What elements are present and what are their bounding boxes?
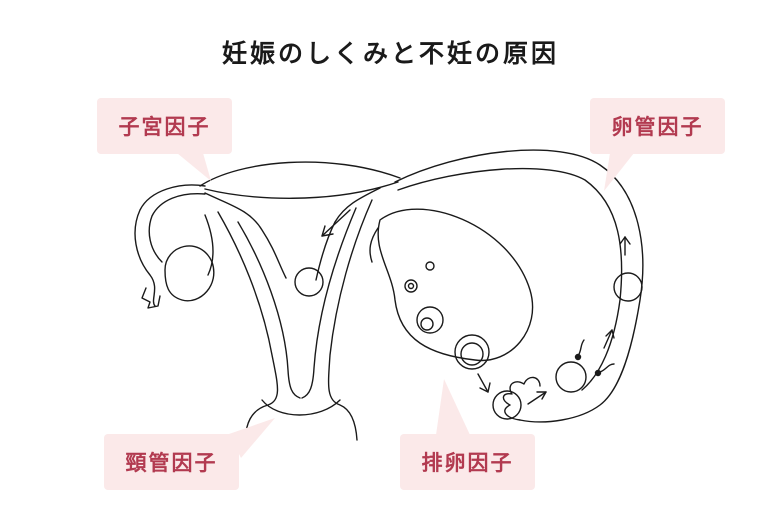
callout-tubal-factor-label: 卵管因子 <box>590 98 725 154</box>
follicle-small-2 <box>405 280 417 292</box>
embryo-in-tube <box>614 273 642 301</box>
callout-ovulatory-factor: 排卵因子 <box>400 434 535 490</box>
page-title: 妊娠のしくみと不妊の原因 <box>0 34 781 70</box>
fertilized-egg <box>556 362 586 392</box>
tube-arrow-1 <box>604 330 612 348</box>
left-ovarian-ligament <box>205 215 213 275</box>
callout-uterine-factor: 子宮因子 <box>97 98 232 154</box>
follicle-small-2-inner <box>409 284 414 289</box>
right-ovary <box>378 209 532 360</box>
callout-cervical-factor-pointer <box>229 418 279 458</box>
callout-tubal-factor-pointer <box>600 153 640 193</box>
callout-uterine-factor-label: 子宮因子 <box>97 98 232 154</box>
uterus-fundus-outline <box>200 162 400 186</box>
follicle-large-inner <box>461 343 483 365</box>
left-ovary <box>165 246 214 301</box>
callout-tubal-factor: 卵管因子 <box>590 98 725 154</box>
left-tube-inner <box>149 194 205 262</box>
left-fimbriae <box>142 288 160 308</box>
callout-cervical-factor-label: 頸管因子 <box>104 434 239 490</box>
sperm-2-head <box>596 371 601 376</box>
callout-uterine-factor-pointer <box>177 153 217 183</box>
callout-ovulatory-factor-pointer <box>430 379 490 439</box>
callout-cervical-factor: 頸管因子 <box>104 434 239 490</box>
right-ovary-ligament <box>370 228 378 262</box>
follicle-medium-inner <box>421 318 433 330</box>
embryo-circle <box>295 268 323 296</box>
follicle-small-1 <box>426 262 434 270</box>
sperm-1-head <box>576 355 581 360</box>
callout-ovulatory-factor-label: 排卵因子 <box>400 434 535 490</box>
follicle-large <box>455 335 489 369</box>
right-tube-inner <box>398 169 622 390</box>
right-fimbriae <box>503 377 540 420</box>
sperm-1 <box>578 340 584 356</box>
uterus-cavity-top <box>205 182 398 198</box>
uterus-inner-left <box>238 222 300 398</box>
